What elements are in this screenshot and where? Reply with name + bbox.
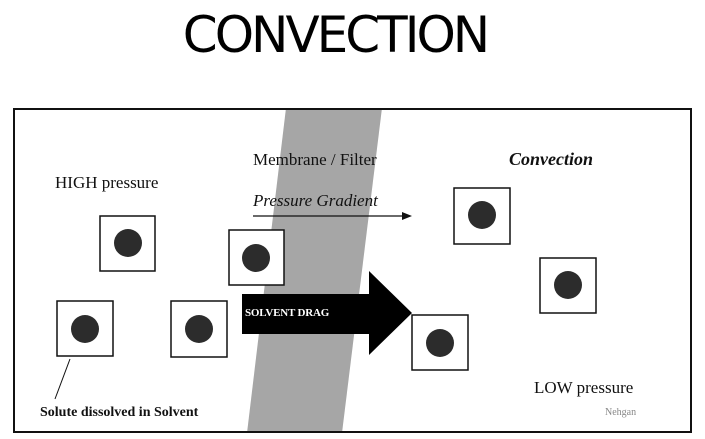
low-pressure-label: LOW pressure	[534, 378, 634, 397]
high-pressure-label: HIGH pressure	[55, 173, 159, 192]
pressure-gradient-label: Pressure Gradient	[253, 191, 378, 210]
solute-pointer-line	[54, 358, 71, 400]
page-title: CONVECTION	[182, 6, 490, 64]
solute-particle	[228, 229, 285, 286]
membrane-band	[247, 110, 382, 431]
solute-particle	[170, 300, 228, 358]
solute-particle	[453, 187, 511, 245]
convection-label: Convection	[509, 149, 593, 169]
solute-particle	[539, 257, 597, 314]
solvent-drag-label: SOLVENT DRAG	[245, 307, 330, 319]
solute-label: Solute dissolved in Solvent	[40, 405, 199, 420]
solvent-drag-arrow	[242, 271, 412, 355]
gradient-arrow-head	[402, 212, 412, 220]
solute-particle	[99, 215, 156, 272]
convection-diagram: Membrane / Filter Convection HIGH pressu…	[13, 108, 692, 433]
diagram-graphics	[54, 110, 597, 431]
credit-label: Nehgan	[605, 407, 637, 418]
solute-particle	[411, 314, 469, 371]
solute-particle	[56, 300, 114, 357]
membrane-label: Membrane / Filter	[253, 150, 377, 169]
